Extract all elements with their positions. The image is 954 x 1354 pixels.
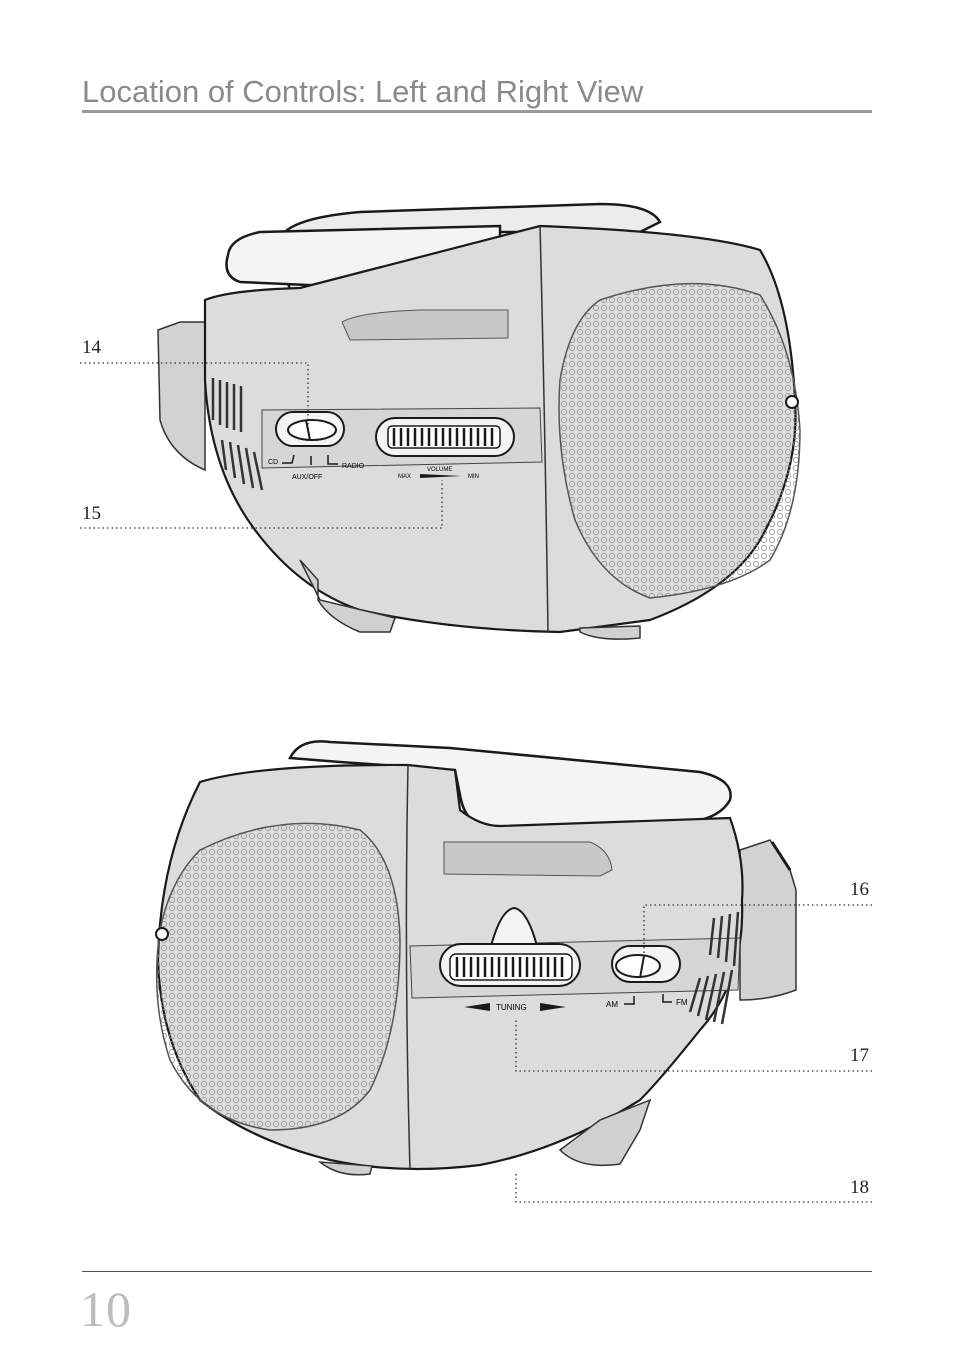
radio-position-label: RADIO (342, 463, 365, 470)
callout-16: 16 (850, 879, 869, 900)
right-view-labels: TUNING AM FM (496, 998, 688, 1012)
aux-off-position-label: AUX/OFF (292, 474, 322, 481)
callout-17: 17 (850, 1045, 869, 1066)
left-view-leader-lines (80, 362, 443, 529)
page-title: Location of Controls: Left and Right Vie… (82, 74, 644, 109)
title-divider (82, 110, 872, 113)
left-view-unit (157, 202, 801, 640)
left-view-labels: CD AUX/OFF RADIO VOLUME MAX MIN (268, 459, 479, 481)
volume-label: VOLUME (427, 467, 452, 473)
right-view-leader-lines (515, 904, 872, 1203)
callout-15: 15 (82, 503, 101, 524)
callout-14: 14 (82, 337, 101, 358)
am-position-label: AM (606, 1000, 618, 1009)
footer-divider (82, 1271, 872, 1272)
fm-position-label: FM (676, 998, 688, 1007)
tuning-label: TUNING (496, 1003, 527, 1012)
callout-18: 18 (850, 1177, 869, 1198)
right-view-unit (155, 740, 797, 1176)
cd-position-label: CD (268, 459, 278, 466)
volume-min-label: MIN (468, 474, 479, 480)
page-number: 10 (80, 1281, 132, 1337)
volume-max-label: MAX (398, 474, 411, 480)
